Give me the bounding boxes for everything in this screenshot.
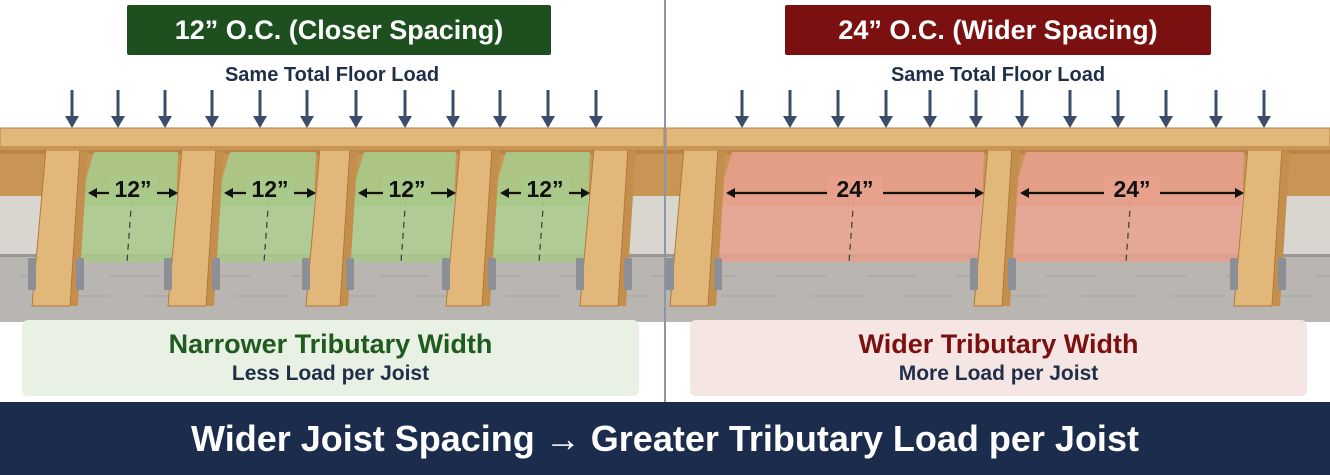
down-arrow-icon [879, 116, 893, 128]
subtitle-same-load-left: Same Total Floor Load [224, 64, 440, 86]
down-arrow-icon [300, 116, 314, 128]
subfloor-edge [0, 146, 664, 150]
down-arrow-icon [923, 116, 937, 128]
joist-hanger-icon [442, 258, 450, 290]
panel-divider [664, 0, 666, 402]
spacing-label-bg [383, 176, 431, 202]
joist-hanger-icon [970, 258, 978, 290]
down-arrow-icon [398, 116, 412, 128]
caption-sub-left: Less Load per Joist [231, 362, 430, 385]
joist-hanger-icon [302, 258, 310, 290]
joist-hanger-icon [28, 258, 36, 290]
spacing-label-bg [109, 176, 157, 202]
double-arrow-icon [975, 188, 984, 198]
down-arrow-icon [205, 116, 219, 128]
centerline-dashed [126, 155, 136, 263]
down-arrow-icon [65, 116, 79, 128]
joist-side [708, 148, 726, 306]
panel-24in-spacing: 24” O.C. (Wider Spacing) Same Total Floo… [666, 0, 1330, 402]
joist-side [1272, 148, 1290, 306]
joist-hanger-icon [624, 258, 632, 290]
double-arrow-icon [169, 188, 178, 198]
double-arrow-icon [358, 188, 367, 198]
subtitle-same-load-right: Same Total Floor Load [890, 64, 1106, 86]
joist-hanger-icon [1008, 258, 1016, 290]
down-arrow-icon [493, 116, 507, 128]
down-arrow-icon [1159, 116, 1173, 128]
spacing-label: 12” [114, 176, 151, 202]
down-arrow-icon [253, 116, 267, 128]
down-arrow-icon [349, 116, 363, 128]
down-arrow-icon [1111, 116, 1125, 128]
joist-scene-12in: 12” 12” 12” 12” [0, 90, 664, 322]
down-arrow-icon [541, 116, 555, 128]
joist-side [1002, 148, 1020, 306]
double-arrow-icon [1020, 188, 1029, 198]
joist-hanger-icon [164, 258, 172, 290]
down-arrow-icon [1015, 116, 1029, 128]
joist-hanger-icon [666, 258, 674, 290]
joist-hanger-icon [576, 258, 584, 290]
spacing-label: 12” [526, 176, 563, 202]
joist-side [70, 148, 88, 306]
panel-12in-spacing: 12” O.C. (Closer Spacing) Same Total Flo… [0, 0, 664, 402]
joist-hanger-icon [76, 258, 84, 290]
caption-title-right: Wider Tributary Width [858, 329, 1139, 359]
joist-side [340, 148, 358, 306]
double-arrow-icon [88, 188, 97, 198]
down-arrow-icon [735, 116, 749, 128]
joist-hanger-icon [1278, 258, 1286, 290]
spacing-label: 12” [388, 176, 425, 202]
joist-scene-24in: 24” 24” [666, 90, 1330, 322]
centerline-dashed [538, 155, 548, 263]
double-arrow-icon [307, 188, 316, 198]
spacing-label: 24” [1113, 176, 1150, 202]
down-arrow-icon [1257, 116, 1271, 128]
joist-hanger-icon [714, 258, 722, 290]
caption-box-left: Narrower Tributary Width Less Load per J… [22, 320, 639, 396]
centerline-dashed [400, 155, 410, 263]
double-arrow-icon [447, 188, 456, 198]
double-arrow-icon [1235, 188, 1244, 198]
down-arrow-icon [446, 116, 460, 128]
joist-hanger-icon [1230, 258, 1238, 290]
double-arrow-icon [500, 188, 509, 198]
joist-side [482, 148, 500, 306]
title-badge-24in: 24” O.C. (Wider Spacing) [785, 5, 1211, 55]
centerline-dashed [1125, 155, 1135, 263]
spacing-label-bg [246, 176, 294, 202]
caption-title-left: Narrower Tributary Width [168, 329, 493, 359]
down-arrow-icon [969, 116, 983, 128]
spacing-label-bg [827, 176, 883, 202]
caption-sub-right: More Load per Joist [898, 362, 1099, 385]
joist-side [206, 148, 224, 306]
down-arrow-icon [1063, 116, 1077, 128]
spacing-label-bg [1104, 176, 1160, 202]
down-arrow-icon [831, 116, 845, 128]
down-arrow-icon [589, 116, 603, 128]
down-arrow-icon [1209, 116, 1223, 128]
joist-hanger-icon [488, 258, 496, 290]
centerline-dashed [263, 155, 273, 263]
title-badge-12in: 12” O.C. (Closer Spacing) [127, 5, 551, 55]
double-arrow-icon [581, 188, 590, 198]
spacing-label-bg [521, 176, 569, 202]
double-arrow-icon [224, 188, 233, 198]
subfloor-edge [666, 146, 1330, 150]
spacing-label: 12” [251, 176, 288, 202]
joist-hanger-icon [346, 258, 354, 290]
double-arrow-icon [726, 188, 735, 198]
spacing-label: 24” [836, 176, 873, 202]
centerline-dashed [848, 155, 858, 263]
joist-hanger-icon [212, 258, 220, 290]
down-arrow-icon [783, 116, 797, 128]
joist-side [618, 148, 636, 306]
footer-banner: Wider Joist Spacing → Greater Tributary … [0, 402, 1330, 475]
down-arrow-icon [111, 116, 125, 128]
down-arrow-icon [158, 116, 172, 128]
caption-box-right: Wider Tributary Width More Load per Jois… [690, 320, 1307, 396]
